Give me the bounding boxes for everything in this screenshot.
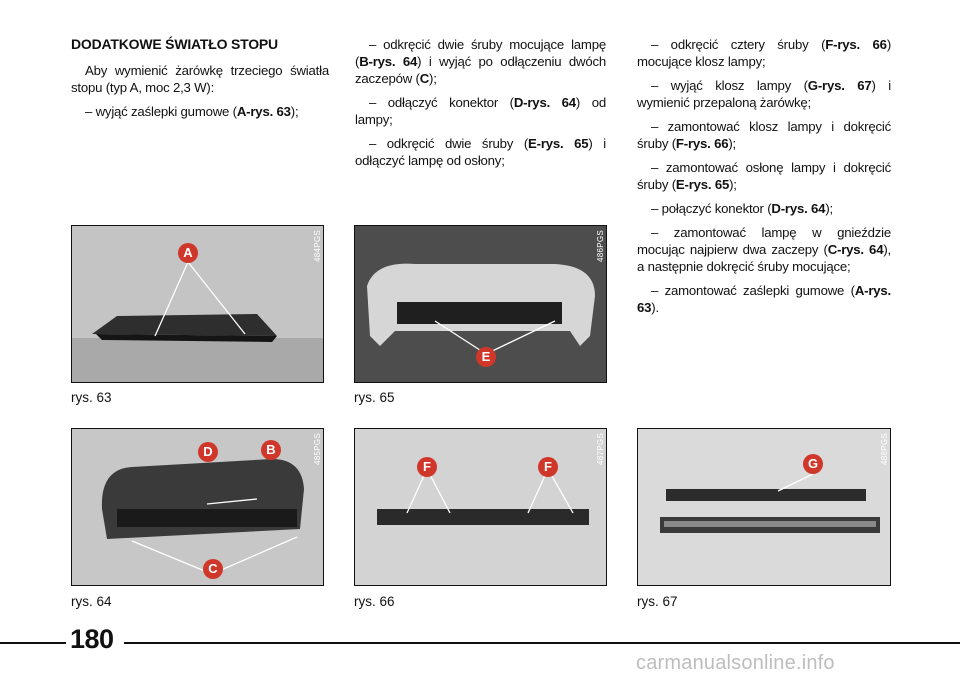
step-unscrew-lens: – odkręcić cztery śruby (F-rys. 66) mocu… — [637, 36, 891, 70]
figure-63-caption: rys. 63 — [71, 390, 112, 405]
figure-64-photo: D B C 485PGS — [71, 428, 324, 586]
step-text: – wyjąć klosz lampy ( — [651, 78, 808, 93]
figure-code: 485PGS — [313, 433, 322, 466]
marker-b: B — [261, 440, 281, 460]
figure-65-photo: E 486PGS — [354, 225, 607, 383]
step-text: – połączyć konektor ( — [651, 201, 772, 216]
step-text-end: ); — [290, 104, 299, 119]
figure-67-drawing — [638, 429, 890, 585]
step-text-end: ); — [429, 71, 437, 86]
figure-reference: E-rys. 65 — [675, 177, 730, 192]
step-text: – zamontować klosz lampy i dokręcić śrub… — [637, 119, 891, 151]
footer-rule-right — [124, 642, 960, 644]
figure-reference: A-rys. 63 — [637, 283, 891, 315]
column-1: DODATKOWE ŚWIATŁO STOPU Aby wymienić żar… — [71, 36, 329, 127]
figure-reference: F-rys. 66 — [825, 37, 887, 52]
step-text-end: ); — [729, 177, 737, 192]
figure-66-drawing — [355, 429, 606, 585]
watermark: carmanualsonline.info — [636, 652, 835, 674]
figure-reference: G-rys. 67 — [807, 78, 872, 93]
step-text: – odkręcić dwie śruby ( — [369, 136, 529, 151]
figure-code: 486PGS — [596, 230, 605, 263]
marker-c: C — [203, 559, 223, 579]
step-text-end: ) i odłączyć lampę od osłony; — [355, 136, 606, 168]
step-text: – wyjąć zaślepki gumowe ( — [85, 104, 237, 119]
section-title: DODATKOWE ŚWIATŁO STOPU — [71, 36, 278, 52]
step-disconnect-connector: – odłączyć konektor (D-rys. 64) od lampy… — [355, 94, 606, 128]
page-number: 180 — [70, 624, 114, 654]
figure-reference: C-rys. 64 — [827, 242, 884, 257]
figure-reference: F-rys. 66 — [675, 136, 729, 151]
marker-g: G — [803, 454, 823, 474]
step-text: – zamontować osłonę lampy i dokręcić śru… — [637, 160, 891, 192]
figure-reference: D-rys. 64 — [771, 201, 826, 216]
step-refit-caps: – zamontować zaślepki gumowe (A-rys. 63)… — [637, 282, 891, 316]
figure-code: 487PGS — [596, 433, 605, 466]
figure-64-drawing — [72, 429, 323, 585]
marker-a: A — [178, 243, 198, 263]
step-text: – odkręcić cztery śruby ( — [651, 37, 826, 52]
step-reconnect-connector: – połączyć konektor (D-rys. 64); — [637, 200, 891, 217]
figure-67-photo: G 488PGS — [637, 428, 891, 586]
step-text: ) i wyjąć po odłączeniu dwóch zaczepów ( — [355, 54, 606, 86]
figure-reference: A-rys. 63 — [236, 104, 291, 119]
figure-66-caption: rys. 66 — [354, 594, 395, 609]
step-text-end: ); — [728, 136, 737, 151]
step-text-end: ). — [651, 300, 659, 315]
step-refit-cover: – zamontować osłonę lampy i dokręcić śru… — [637, 159, 891, 193]
figure-code: 488PGS — [880, 433, 889, 466]
step-replace-bulb: – wyjąć klosz lampy (G-rys. 67) i wymien… — [637, 77, 891, 111]
intro-paragraph: Aby wymienić żarówkę trzeciego światła s… — [71, 63, 329, 95]
figure-code: 484PGS — [313, 230, 322, 263]
step-text-end: ) i wymienić przepaloną żarówkę; — [637, 78, 891, 110]
step-text-end: ); — [825, 201, 833, 216]
figure-63-photo: A 484PGS — [71, 225, 324, 383]
step-detach-lamp: – odkręcić dwie śruby (E-rys. 65) i odłą… — [355, 135, 606, 169]
marker-e: E — [476, 347, 496, 367]
figure-reference: E-rys. 65 — [528, 136, 589, 151]
figure-67-caption: rys. 67 — [637, 594, 678, 609]
figure-64-caption: rys. 64 — [71, 594, 112, 609]
column-3: – odkręcić cztery śruby (F-rys. 66) mocu… — [637, 36, 891, 323]
figure-66-photo: F F 487PGS — [354, 428, 607, 586]
figure-reference: C — [419, 71, 430, 86]
step-text-end: ) od lampy; — [355, 95, 606, 127]
step-unscrew-lamp: – odkręcić dwie śruby mocujące lampę (B-… — [355, 36, 606, 87]
figure-63-drawing — [72, 226, 323, 382]
marker-f-left: F — [417, 457, 437, 477]
step-text: – odłączyć konektor ( — [369, 95, 514, 110]
step-refit-lamp: – zamontować lampę w gnieździe mocując n… — [637, 224, 891, 275]
step-remove-caps: – wyjąć zaślepki gumowe (A-rys. 63); — [71, 103, 329, 120]
marker-f-right: F — [538, 457, 558, 477]
step-text-end: ) mocujące klosz lampy; — [637, 37, 892, 69]
figure-reference: B-rys. 64 — [359, 54, 418, 69]
step-refit-lens: – zamontować klosz lampy i dokręcić śrub… — [637, 118, 891, 152]
footer-rule-left — [0, 642, 66, 644]
step-text: – zamontować zaślepki gumowe ( — [651, 283, 855, 298]
step-text-end: ), a następnie dokręcić śruby mocujące; — [637, 242, 891, 274]
column-2: – odkręcić dwie śruby mocujące lampę (B-… — [355, 36, 606, 176]
figure-65-caption: rys. 65 — [354, 390, 395, 405]
step-text: – zamontować lampę w gnieździe mocując n… — [637, 225, 891, 257]
figure-reference: D-rys. 64 — [513, 95, 576, 110]
step-text: – odkręcić dwie śruby mocujące lampę ( — [355, 37, 606, 69]
marker-d: D — [198, 442, 218, 462]
